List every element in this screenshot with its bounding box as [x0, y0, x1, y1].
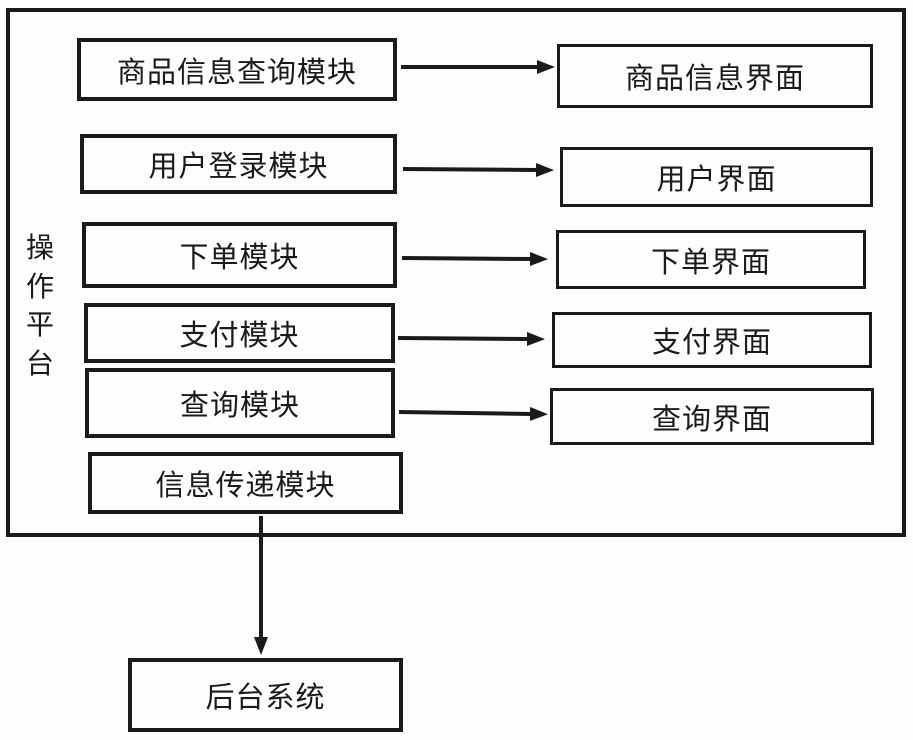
backend-system-label: 后台系统 [205, 682, 326, 714]
interface-box-query: 查询界面 [550, 388, 874, 445]
interface-label: 商品信息界面 [624, 63, 805, 95]
interface-label: 用户界面 [656, 164, 777, 196]
interface-label: 支付界面 [651, 327, 772, 359]
operation-platform-label: 操作平台 [25, 233, 54, 380]
interface-box-payment: 支付界面 [552, 312, 872, 368]
operation-platform-group-box [6, 8, 906, 537]
module-box-info-transfer: 信息传递模块 [88, 452, 403, 514]
interface-label: 查询界面 [651, 403, 772, 436]
interface-box-place-order: 下单界面 [556, 230, 866, 289]
module-box-product-info-query: 商品信息查询模块 [77, 38, 397, 101]
interface-label: 下单界面 [650, 246, 771, 279]
module-label: 信息传递模块 [155, 470, 336, 502]
module-label: 支付模块 [179, 320, 300, 352]
module-label: 商品信息查询模块 [116, 56, 357, 89]
module-label: 查询模块 [179, 390, 300, 422]
module-label: 下单模块 [179, 242, 300, 274]
module-box-payment: 支付模块 [84, 303, 395, 363]
module-label: 用户登录模块 [148, 151, 329, 183]
backend-system-box: 后台系统 [128, 658, 403, 732]
interface-box-user: 用户界面 [560, 147, 873, 207]
module-box-query: 查询模块 [85, 368, 395, 438]
module-box-user-login: 用户登录模块 [80, 134, 397, 194]
interface-box-product-info: 商品信息界面 [557, 44, 873, 108]
module-box-place-order: 下单模块 [82, 222, 397, 288]
